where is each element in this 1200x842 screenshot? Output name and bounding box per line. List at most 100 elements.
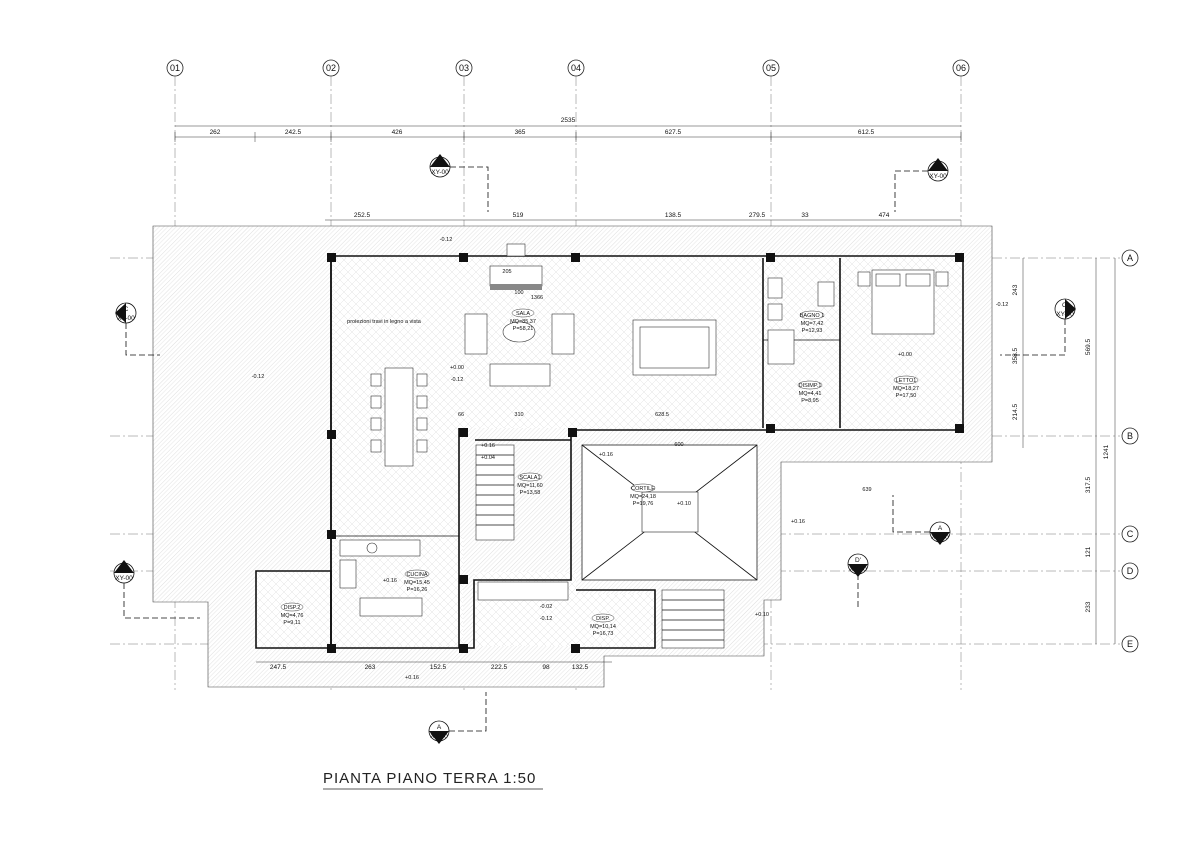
svg-text:P=19,76: P=19,76 <box>633 501 654 507</box>
svg-text:263: 263 <box>365 664 376 671</box>
svg-text:proiezioni travi in legno a vi: proiezioni travi in legno a vista <box>347 319 422 325</box>
svg-text:DISIMP.1: DISIMP.1 <box>799 383 822 389</box>
svg-text:33: 33 <box>801 212 809 219</box>
bedroom-furniture <box>857 269 949 335</box>
room-label-cortile: CORTILE MQ=24,18 P=19,76 <box>630 483 656 507</box>
svg-text:-0.12: -0.12 <box>540 616 553 622</box>
svg-text:05: 05 <box>766 63 776 73</box>
axis-bubble-E: E <box>1121 635 1139 653</box>
bottom-dimension-chain: 247.5 263 152.5 222.5 98 132.5 <box>256 661 612 671</box>
svg-text:+0.16: +0.16 <box>383 578 397 584</box>
axis-bubble-01: 01 <box>166 59 184 77</box>
svg-text:SALA: SALA <box>516 311 530 317</box>
svg-text:+0.00: +0.00 <box>898 352 912 358</box>
svg-text:MQ=85,37: MQ=85,37 <box>510 319 536 325</box>
svg-text:MQ=4,76: MQ=4,76 <box>281 613 304 619</box>
svg-text:MQ=10,14: MQ=10,14 <box>590 624 616 630</box>
svg-text:A: A <box>938 525 943 532</box>
right-dimension-chain: 1241 569.5 317.5 121 233 243 358.5 214.5 <box>1012 258 1116 644</box>
room-label-cucina: CUCINA MQ=15,45 P=16,26 <box>404 569 430 593</box>
fireplace <box>489 243 543 290</box>
svg-text:358.5: 358.5 <box>1012 347 1019 364</box>
svg-text:P=17,50: P=17,50 <box>896 393 917 399</box>
level-markers: -0.12 -0.12 +0.00 -0.12 +0.00 +0.16 +0.0… <box>252 237 1009 681</box>
svg-text:04: 04 <box>571 63 581 73</box>
room-label-bagno: BAGNO 1 MQ=7,42 P=12,93 <box>799 310 825 334</box>
svg-text:66: 66 <box>458 412 464 418</box>
section-marker-a-top-right: A' XY-00 <box>894 158 949 212</box>
svg-text:1241: 1241 <box>1103 444 1110 459</box>
svg-text:628.5: 628.5 <box>655 412 669 418</box>
section-marker-a-bottom: A XY-00 <box>428 692 487 744</box>
svg-text:426: 426 <box>392 129 403 136</box>
svg-text:XY-00: XY-00 <box>929 173 947 180</box>
svg-text:+0.00: +0.00 <box>450 365 464 371</box>
axis-bubble-06: 06 <box>952 59 970 77</box>
room-label-disp: DISP. MQ=10,14 P=16,73 <box>590 613 616 637</box>
courtyard <box>581 444 758 581</box>
svg-text:214.5: 214.5 <box>1012 403 1019 420</box>
svg-text:E: E <box>1127 639 1133 649</box>
svg-text:06: 06 <box>956 63 966 73</box>
room-label-scala: SCALA1 MQ=11,60 P=13,58 <box>517 472 543 496</box>
overall-dimension: 2535 <box>561 117 576 124</box>
svg-text:A: A <box>437 724 442 731</box>
svg-text:100: 100 <box>514 290 523 296</box>
svg-text:-0.02: -0.02 <box>540 604 553 610</box>
svg-text:XY-00: XY-00 <box>430 733 448 740</box>
svg-text:242.5: 242.5 <box>285 129 302 136</box>
svg-text:MQ=18,27: MQ=18,27 <box>893 386 919 392</box>
svg-text:BAGNO 1: BAGNO 1 <box>800 313 824 319</box>
svg-text:639: 639 <box>862 487 871 493</box>
svg-text:XY-00: XY-00 <box>1056 311 1074 318</box>
svg-text:279.5: 279.5 <box>749 212 766 219</box>
svg-text:A: A <box>1127 253 1133 263</box>
room-label-disimpegno: DISIMP.1 MQ=4,41 P=8,95 <box>797 380 823 404</box>
axis-bubble-05: 05 <box>762 59 780 77</box>
svg-text:+0.04: +0.04 <box>481 455 495 461</box>
dining-table <box>370 367 428 467</box>
svg-text:519: 519 <box>513 212 524 219</box>
svg-text:P=12,93: P=12,93 <box>802 328 823 334</box>
svg-text:MQ=15,45: MQ=15,45 <box>404 580 430 586</box>
svg-text:+0.10: +0.10 <box>755 612 769 618</box>
svg-text:P=9,11: P=9,11 <box>283 620 300 626</box>
svg-text:+0.10: +0.10 <box>677 501 691 507</box>
section-marker-a-top-left: A' XY-00 <box>429 154 489 212</box>
annotations: proiezioni travi in legno a vista 1366 1… <box>347 269 871 493</box>
axis-bubble-03: 03 <box>455 59 473 77</box>
svg-text:+0.16: +0.16 <box>405 675 419 681</box>
svg-text:247.5: 247.5 <box>270 664 287 671</box>
svg-text:D: D <box>1127 566 1134 576</box>
kitchen-fixtures <box>339 539 423 617</box>
svg-text:138.5: 138.5 <box>665 212 682 219</box>
svg-text:A': A' <box>935 164 941 171</box>
svg-text:600: 600 <box>674 442 683 448</box>
bathroom-fixtures <box>767 277 835 365</box>
room-label-disp2: DISP.2 MQ=4,76 P=9,11 <box>281 602 304 626</box>
svg-text:243: 243 <box>1012 284 1019 295</box>
svg-text:98: 98 <box>542 664 550 671</box>
section-marker-c-left: C XY-00 <box>115 302 160 356</box>
svg-text:365: 365 <box>515 129 526 136</box>
axis-bubble-C: C <box>1121 525 1139 543</box>
svg-text:+0.16: +0.16 <box>481 443 495 449</box>
svg-text:DISP.2: DISP.2 <box>284 605 301 611</box>
room-label-sala: SALA MQ=85,37 P=58,21 <box>510 308 536 332</box>
structural-pillars <box>327 253 964 653</box>
svg-text:233: 233 <box>1085 601 1092 612</box>
svg-text:132.5: 132.5 <box>572 664 589 671</box>
svg-text:D: D <box>122 566 127 573</box>
svg-text:222.5: 222.5 <box>491 664 508 671</box>
svg-text:MQ=7,42: MQ=7,42 <box>801 321 824 327</box>
section-marker-d-left: D XY-00 <box>113 560 200 619</box>
svg-text:P=16,26: P=16,26 <box>407 587 428 593</box>
staircase <box>475 444 725 649</box>
svg-text:XY-00: XY-00 <box>431 169 449 176</box>
axis-bubble-B: B <box>1121 427 1139 445</box>
svg-text:P=58,21: P=58,21 <box>513 326 534 332</box>
svg-text:+0.16: +0.16 <box>599 452 613 458</box>
living-furniture <box>464 313 717 387</box>
svg-text:317.5: 317.5 <box>1085 476 1092 493</box>
svg-text:SCALA1: SCALA1 <box>519 475 540 481</box>
